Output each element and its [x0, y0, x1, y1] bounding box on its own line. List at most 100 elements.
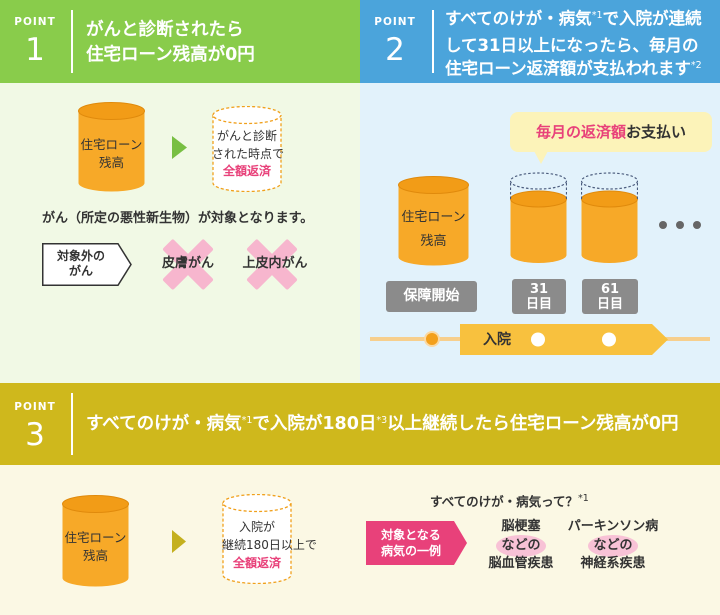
footnote-mark: *1 [578, 493, 589, 504]
point2-title: すべてのけが・病気*1で入院が連続 して31日以上になったら、毎月の 住宅ローン… [445, 7, 702, 83]
repaid-line: された時点で [212, 146, 285, 161]
point1-panel: 住宅ローン 残高 がんと診断 された時点で 全額返済 がん（所定の悪性新生物）が… [0, 83, 360, 383]
example-tag-line: 対象となる [381, 528, 441, 542]
example-cerebrovascular: 脳梗塞 などの 脳血管疾患 [471, 518, 571, 574]
example-connector: などの [501, 537, 541, 553]
hospitalization-timeline [370, 324, 710, 355]
repaid-cylinder [212, 106, 282, 192]
connector-highlight [496, 535, 546, 557]
point2-panel: 毎月の返済額お支払い 住宅ローン 残高 保障開始 [360, 83, 720, 383]
arrow-right-icon [172, 136, 187, 159]
point2-title-line: して31日以上になったら、毎月の [445, 35, 699, 55]
point3-label: POINT [14, 401, 56, 413]
connector-highlight [588, 535, 638, 557]
example-name: パーキンソン病 [567, 519, 659, 534]
example-neurological: パーキンソン病 などの 神経系疾患 [563, 518, 663, 574]
loan-balance-cylinder [62, 495, 129, 587]
loan-balance-label: 住宅ローン 残高 [398, 206, 469, 254]
example-tag-shape [366, 521, 467, 565]
point2-title-text: で入院が連続 [602, 9, 702, 28]
loan-balance-label: 住宅ローン 残高 [78, 136, 145, 172]
footnote-mark: *1 [241, 415, 253, 426]
point2-title-text: すべてのけが・病気 [445, 9, 592, 28]
point3-title-text: すべてのけが・病気 [86, 414, 242, 434]
cylinder-label-line: 住宅ローン [80, 137, 143, 152]
day-unit: 日目 [596, 296, 623, 312]
point3-number: 3 [25, 417, 45, 453]
repaid-label: がんと診断 された時点で 全額返済 [212, 128, 285, 181]
point1-divider [71, 10, 73, 73]
covered-cancer-note: がん（所定の悪性新生物）が対象となります。 [42, 211, 314, 226]
monthly-payment-bubble: 毎月の返済額お支払い [510, 112, 712, 152]
cylinder-label-line: 住宅ローン [64, 530, 127, 545]
hospitalization-label: 入院 [483, 332, 511, 348]
example-connector: などの [593, 537, 633, 553]
point2-title-line: すべてのけが・病気*1で入院が連続 [445, 7, 702, 34]
point2-divider [432, 10, 434, 73]
point3-title-text: で入院が180日 [252, 414, 377, 434]
arrow-right-icon [172, 530, 186, 553]
point1-title-line: 住宅ローン残高が0円 [86, 45, 255, 65]
loan-balance-label: 住宅ローン 残高 [62, 529, 129, 565]
repaid-line: 継続180日以上で [222, 538, 317, 552]
point1-title: がんと診断されたら 住宅ローン残高が0円 [86, 18, 255, 68]
point1-header: POINT 1 がんと診断されたら 住宅ローン残高が0円 [0, 0, 360, 83]
point3-divider [71, 393, 73, 455]
footnote-mark: *3 [376, 415, 388, 426]
footnote-mark: *1 [591, 10, 603, 21]
excluded-tag-line: 対象外の [56, 249, 105, 263]
point3-title-text: 以上継続したら住宅ローン残高が0円 [387, 414, 679, 434]
bubble-highlight: 毎月の返済額 [535, 123, 626, 141]
point2-title-line: 住宅ローン返済額が支払われます*2 [445, 57, 702, 83]
excluded-tag-line: がん [68, 264, 93, 278]
example-tag-label: 対象となる 病気の一例 [366, 527, 456, 559]
repaid-label: 入院が 継続180日以上で 全額返済 [222, 518, 317, 572]
loan-balance-cylinder [78, 102, 145, 192]
day-number: 61 [600, 281, 620, 297]
point2-header: POINT 2 すべてのけが・病気*1で入院が連続 して31日以上になったら、毎… [360, 0, 720, 83]
excluded-tag-shape [42, 243, 132, 286]
monthly-payment-cylinder-61 [581, 172, 638, 263]
day-61-marker: 61 日目 [582, 279, 638, 314]
full-repayment-label: 全額返済 [222, 164, 271, 178]
bubble-text: お支払い [626, 123, 687, 141]
cylinder-label-line: 残高 [82, 548, 108, 563]
monthly-payment-cylinder-31 [510, 172, 567, 263]
example-tag-line: 病気の一例 [380, 544, 441, 558]
day-number: 31 [529, 281, 549, 297]
cylinder-label-line: 残高 [420, 234, 447, 249]
point2-number: 2 [385, 32, 405, 68]
ellipsis-dot [659, 221, 667, 229]
full-repayment-label: 全額返済 [232, 556, 281, 570]
day-31-dot [531, 332, 545, 347]
coverage-start-dot [424, 331, 440, 347]
ellipsis-dot [676, 221, 684, 229]
point1-label: POINT [14, 16, 56, 28]
cylinder-label-line: 住宅ローン [401, 210, 466, 225]
illness-question-text: すべてのけが・病気って？ [430, 494, 579, 509]
example-category: 神経系疾患 [580, 556, 646, 571]
excluded-tag-label: 対象外の がん [42, 249, 120, 279]
point1-title-line: がんと診断されたら [86, 20, 244, 40]
point3-panel: 住宅ローン 残高 入院が 継続180日以上で 全額返済 すべてのけが・病気って？… [0, 465, 720, 615]
repaid-line: 入院が [238, 520, 275, 534]
hospitalization-bar [460, 324, 668, 355]
example-category: 脳血管疾患 [488, 556, 554, 571]
excluded-item-skin-cancer: 皮膚がん [161, 256, 214, 271]
loan-balance-cylinder [398, 176, 469, 266]
excluded-item-intraepithelial-cancer: 上皮内がん [242, 256, 308, 271]
point2-title-text: 住宅ローン返済額が支払われます [445, 59, 691, 78]
point2-label: POINT [374, 16, 416, 28]
day-61-dot [602, 332, 616, 347]
repaid-cylinder [222, 494, 292, 584]
point1-number: 1 [25, 32, 45, 68]
day-unit: 日目 [525, 296, 552, 312]
ellipsis-dot [693, 221, 701, 229]
coverage-start-label: 保障開始 [386, 281, 477, 312]
day-31-marker: 31 日目 [512, 279, 566, 314]
point3-title: すべてのけが・病気*1で入院が180日*3以上継続したら住宅ローン残高が0円 [86, 412, 679, 439]
repaid-line: がんと診断 [216, 129, 277, 143]
bubble-tail [534, 151, 548, 164]
illness-question: すべてのけが・病気って？*1 [430, 493, 589, 513]
